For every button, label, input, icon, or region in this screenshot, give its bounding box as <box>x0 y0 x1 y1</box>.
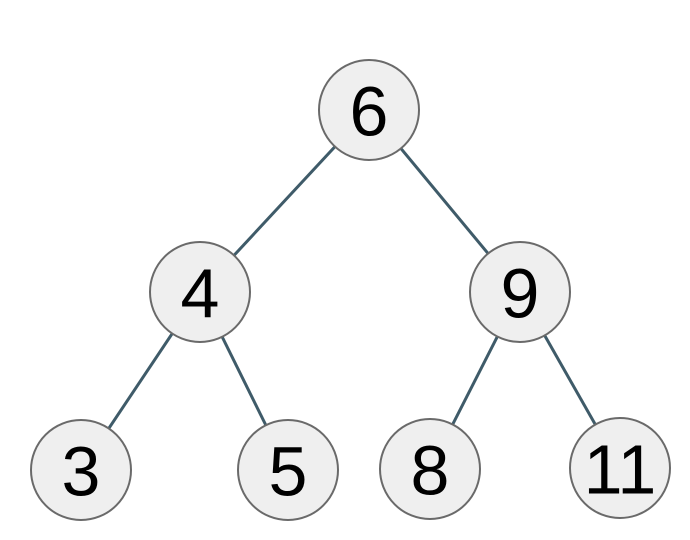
tree-node-root: 6 <box>318 59 420 161</box>
tree-node-circle <box>30 419 132 521</box>
tree-node-label: 9 <box>501 254 540 332</box>
tree-node-circle <box>237 419 339 521</box>
tree-node-label: 8 <box>411 431 450 509</box>
tree-node-circle <box>469 241 571 343</box>
tree-node-label: 5 <box>269 432 308 510</box>
tree-node-circle <box>149 241 251 343</box>
tree-node-circle <box>318 59 420 161</box>
tree-node-left-right: 5 <box>237 419 339 521</box>
tree-nodes-layer: 6 4 9 3 5 8 11 <box>30 59 671 521</box>
tree-node-circle <box>569 417 671 519</box>
tree-node-right-right: 11 <box>569 417 671 519</box>
tree-node-left-left: 3 <box>30 419 132 521</box>
tree-node-label: 4 <box>181 254 220 332</box>
tree-node-label: 6 <box>350 72 389 150</box>
tree-node-label: 11 <box>584 430 657 508</box>
tree-node-right-left: 8 <box>379 418 481 520</box>
tree-node-left: 4 <box>149 241 251 343</box>
tree-node-label: 3 <box>62 432 101 510</box>
tree-node-circle <box>379 418 481 520</box>
tree-node-right: 9 <box>469 241 571 343</box>
